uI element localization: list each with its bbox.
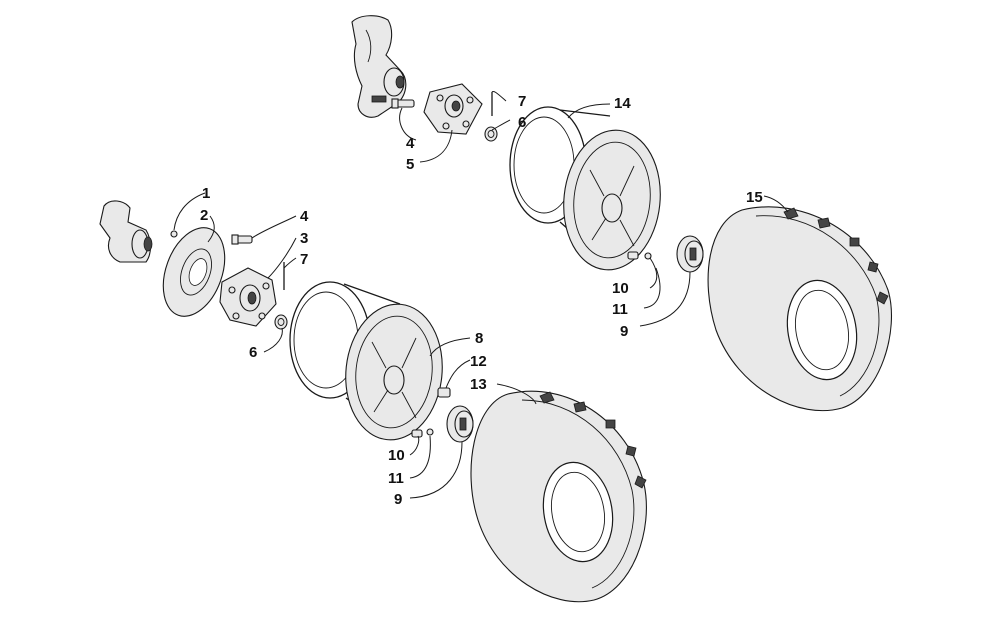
callout-9-upper: 9: [620, 323, 628, 340]
callout-7-lower: 7: [300, 251, 308, 268]
callout-8: 8: [475, 330, 483, 347]
callout-4-lower: 4: [300, 208, 309, 225]
callout-4-upper: 4: [406, 135, 415, 152]
lower-lug-bolt: [231, 234, 253, 245]
front-wheel-rim: [289, 281, 443, 441]
front-tire: [470, 390, 647, 603]
callout-labels: 1 2 4 3 7 6 7 6 4 5 14 15 10 11 9 8 12 1…: [200, 93, 763, 508]
front-lug-nut: [437, 387, 451, 398]
callout-10-lower: 10: [388, 447, 405, 464]
callout-3: 3: [300, 230, 308, 247]
brake-disc-screw: [170, 230, 178, 238]
callout-9-lower: 9: [394, 491, 402, 508]
front-center-cap: [446, 405, 474, 443]
upper-hub: [423, 83, 483, 135]
rear-center-cap: [676, 235, 704, 273]
lower-hub-nut: [274, 314, 288, 330]
rear-wheel-rim: [509, 106, 661, 271]
callout-11-upper: 11: [612, 301, 628, 318]
lower-knuckle: [99, 200, 153, 263]
upper-knuckle: [351, 15, 407, 118]
callout-2: 2: [200, 207, 208, 224]
callout-13: 13: [470, 376, 487, 393]
lower-hub: [219, 267, 277, 327]
callout-14: 14: [614, 95, 631, 112]
upper-lug-bolt: [391, 98, 415, 109]
callout-12: 12: [470, 353, 487, 370]
callout-1: 1: [202, 185, 210, 202]
callout-6-lower: 6: [249, 344, 257, 361]
callout-5: 5: [406, 156, 414, 173]
rear-tire: [707, 206, 892, 412]
leader-lines: [173, 91, 789, 499]
brake-disc: [162, 227, 226, 317]
callout-11-lower: 11: [388, 470, 404, 487]
rear-valve-stem: [627, 251, 652, 260]
upper-hub-nut: [484, 126, 498, 142]
front-valve-stem: [411, 428, 434, 438]
callout-15: 15: [746, 189, 763, 206]
callout-7-upper: 7: [518, 93, 526, 110]
callout-10-upper: 10: [612, 280, 629, 297]
callout-6-upper: 6: [518, 114, 526, 131]
